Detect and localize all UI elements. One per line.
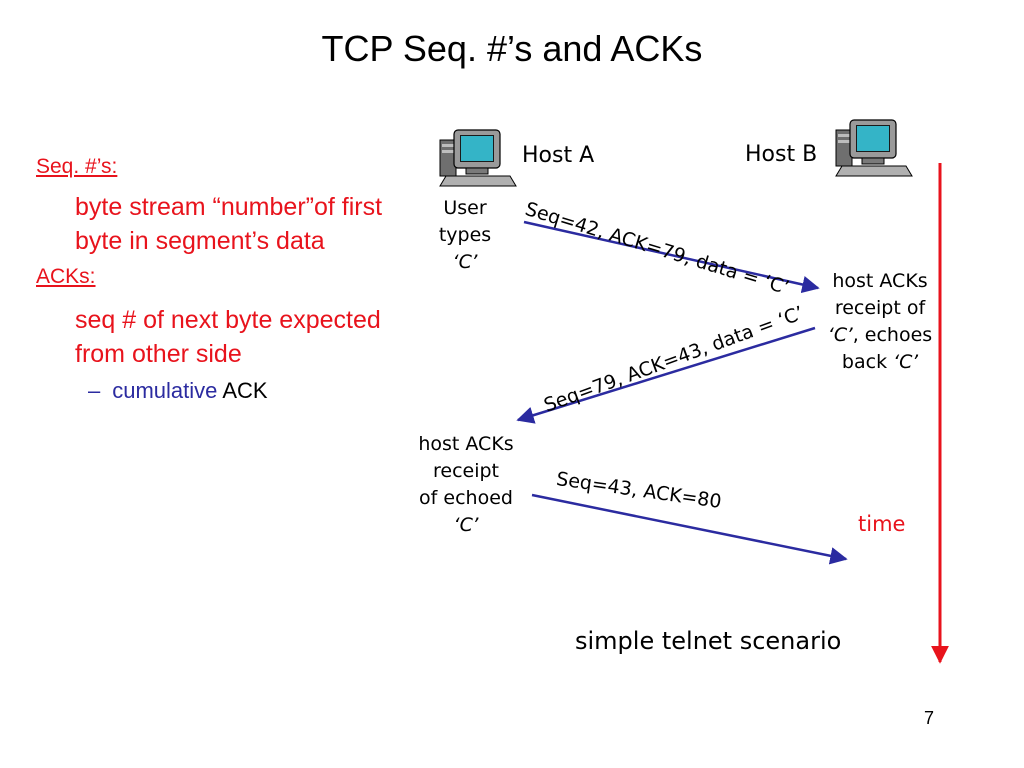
host-a-note-line2: receipt bbox=[432, 460, 499, 482]
cumulative-ack-bullet: –cumulative ACK bbox=[88, 378, 268, 404]
acks-definition: seq # of next byte expected from other s… bbox=[75, 303, 435, 371]
host-b-note-line4: back ‘C’ bbox=[841, 351, 919, 373]
host-a-note-line3: of echoed bbox=[419, 487, 513, 509]
user-types-line3: ‘C’ bbox=[452, 251, 478, 273]
computer-icon-host-a bbox=[439, 129, 517, 187]
bullet-dash: – bbox=[88, 378, 101, 403]
bullet-cumulative: cumulative bbox=[112, 378, 218, 403]
acks-definition-line2: from other side bbox=[75, 340, 242, 368]
time-label: time bbox=[858, 512, 906, 536]
acks-definition-line1: seq # of next byte expected bbox=[75, 306, 381, 334]
slide-title: TCP Seq. #’s and ACKs bbox=[321, 28, 703, 69]
bullet-ack: ACK bbox=[222, 378, 268, 403]
arrow-msg2 bbox=[516, 326, 816, 424]
user-types-line2: types bbox=[438, 224, 492, 246]
host-b-note-line1: host ACKs bbox=[832, 270, 928, 292]
host-b-ack-note: host ACKs receipt of ‘C’, echoes back ‘C… bbox=[818, 268, 942, 376]
host-a-label: Host A bbox=[522, 143, 595, 168]
computer-icon-host-b bbox=[835, 119, 913, 177]
arrow-msg1 bbox=[523, 220, 820, 294]
diagram-caption: simple telnet scenario bbox=[575, 627, 842, 655]
host-a-note-line4: ‘C’ bbox=[453, 514, 479, 536]
host-b-note-line3: ‘C’, echoes bbox=[827, 324, 933, 346]
host-a-note-line1: host ACKs bbox=[418, 433, 514, 455]
seq-definition: byte stream “number”of first byte in seg… bbox=[75, 190, 435, 258]
arrow-msg3 bbox=[531, 493, 848, 565]
seq-heading: Seq. #’s: bbox=[36, 155, 118, 178]
seq-definition-line2: byte in segment’s data bbox=[75, 227, 325, 255]
user-types-note: User types ‘C’ bbox=[428, 195, 502, 276]
page-number: 7 bbox=[924, 708, 935, 728]
host-b-label: Host B bbox=[745, 142, 818, 167]
host-b-note-line2: receipt of bbox=[834, 297, 926, 319]
acks-heading: ACKs: bbox=[36, 265, 96, 288]
host-a-ack-note: host ACKs receipt of echoed ‘C’ bbox=[404, 431, 528, 539]
user-types-line1: User bbox=[443, 197, 487, 219]
seq-definition-line1: byte stream “number”of first bbox=[75, 193, 383, 221]
